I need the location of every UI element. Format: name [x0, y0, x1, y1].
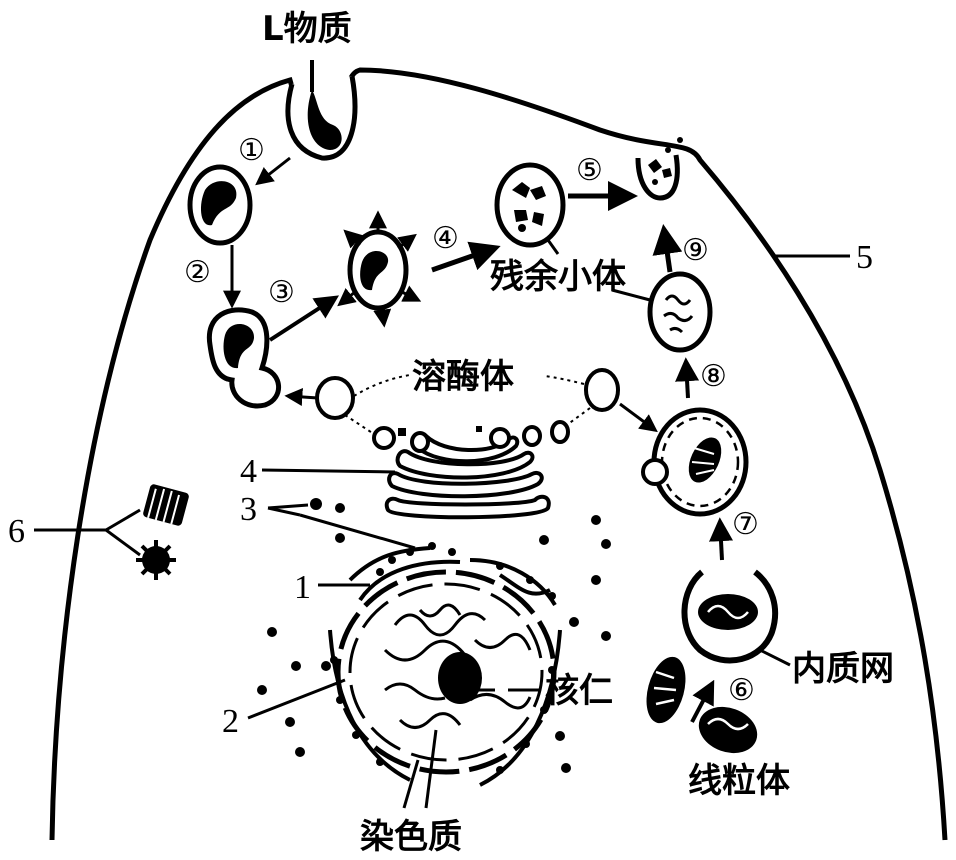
structure-5: 5 [856, 239, 873, 276]
label-residual-body: 残余小体 [490, 257, 626, 297]
label-mitochondrion: 线粒体 [688, 761, 790, 801]
autolysosome-residual [611, 271, 713, 353]
step-6: ⑥ [728, 673, 755, 708]
step-3: ③ [268, 275, 295, 310]
centriole-cylinder [143, 484, 189, 526]
lysosome-right [584, 368, 620, 412]
centriole-cross-section [136, 540, 176, 580]
cell-membrane [49, 67, 948, 841]
endoplasmic-reticulum-wrap [681, 569, 791, 667]
autophagolysosome [641, 407, 749, 517]
label-nucleolus: 核仁 [545, 671, 613, 711]
fusing-vesicle [206, 307, 282, 409]
structure-6: 6 [8, 513, 25, 550]
structure-2: 2 [222, 703, 239, 740]
endocytic-vesicle-pit [285, 60, 358, 161]
step-4: ④ [432, 221, 459, 256]
step-5: ⑤ [576, 153, 603, 188]
mitochondrion-2 [698, 706, 758, 754]
step-8: ⑧ [700, 359, 727, 394]
leader-lines [34, 254, 850, 809]
label-l-substance: L物质 [262, 9, 352, 49]
step-7: ⑦ [732, 507, 759, 542]
label-chromatin: 染色质 [360, 817, 462, 857]
golgi-apparatus [372, 420, 570, 520]
mitochondrion-1 [646, 656, 686, 724]
digesting-vesicle [337, 210, 422, 328]
endocytic-vesicle [187, 164, 253, 246]
exocytosis-vesicle [635, 137, 683, 201]
residual-body [494, 162, 566, 255]
label-endoplasmic-reticulum: 内质网 [792, 649, 894, 689]
structure-4: 4 [240, 453, 257, 490]
structure-3: 3 [240, 491, 257, 528]
structure-1: 1 [294, 569, 311, 606]
step-9: ⑨ [682, 233, 709, 268]
step-2: ② [184, 255, 211, 290]
step-1: ① [238, 133, 265, 168]
label-lysosome: 溶酶体 [412, 357, 514, 397]
